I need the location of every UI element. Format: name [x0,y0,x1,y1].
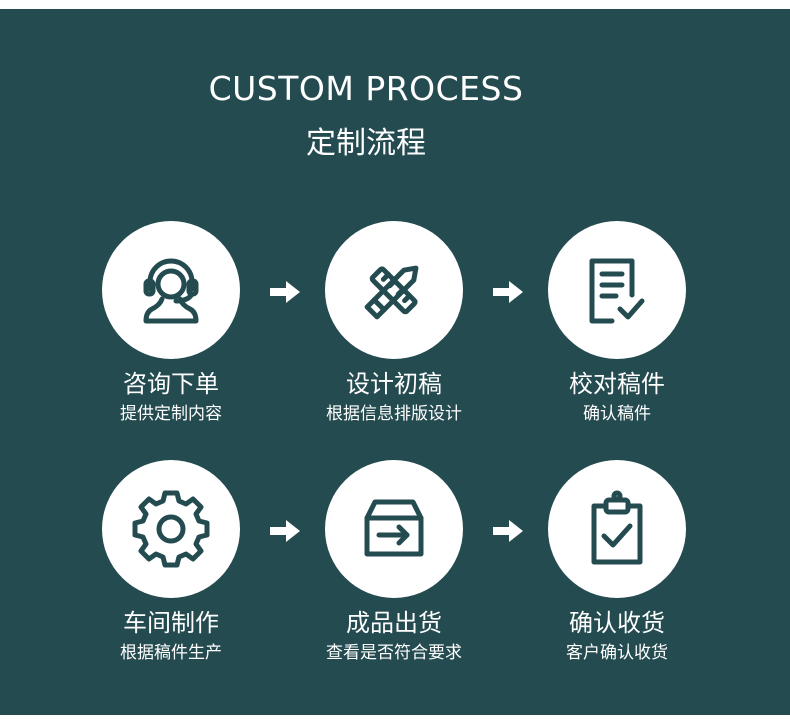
customer-service-headset-icon [143,258,199,324]
next-arrow-icon [493,281,523,303]
step-consult-order: 咨询下单 提供定制内容 [61,221,281,425]
step-subtitle: 根据稿件生产 [120,643,222,663]
step-subtitle: 确认稿件 [583,404,651,424]
clipboard-check-icon [591,490,643,565]
step-title: 车间制作 [123,609,219,637]
step-shipment: 成品出货 查看是否符合要求 [284,460,504,664]
box-arrow-icon [364,499,424,557]
process-panel: CUSTOM PROCESS 定制流程 咨询下单 提供定制内容 [0,9,790,715]
step-subtitle: 根据信息排版设计 [326,404,462,424]
step-proofread: 校对稿件 确认稿件 [507,221,727,425]
next-arrow-icon [270,520,300,542]
step-title: 咨询下单 [123,370,219,398]
title-chinese: 定制流程 [306,126,426,161]
step-circle [325,460,463,598]
step-circle [325,221,463,359]
next-arrow-icon [270,281,300,303]
step-subtitle: 查看是否符合要求 [326,643,462,663]
step-circle [548,460,686,598]
step-circle [102,460,240,598]
document-check-icon [589,258,645,324]
step-circle [102,221,240,359]
step-title: 确认收货 [569,609,665,637]
step-title: 成品出货 [346,609,442,637]
next-arrow-icon [493,520,523,542]
step-subtitle: 客户确认收货 [566,643,668,663]
gear-icon [132,490,210,568]
step-circle [548,221,686,359]
step-title: 设计初稿 [346,370,442,398]
step-design-draft: 设计初稿 根据信息排版设计 [284,221,504,425]
step-confirm-receipt: 确认收货 客户确认收货 [507,460,727,664]
title-english: CUSTOM PROCESS [208,69,524,108]
step-subtitle: 提供定制内容 [120,404,222,424]
step-title: 校对稿件 [569,370,665,398]
step-workshop-production: 车间制作 根据稿件生产 [61,460,281,664]
pencil-ruler-icon [364,265,419,320]
